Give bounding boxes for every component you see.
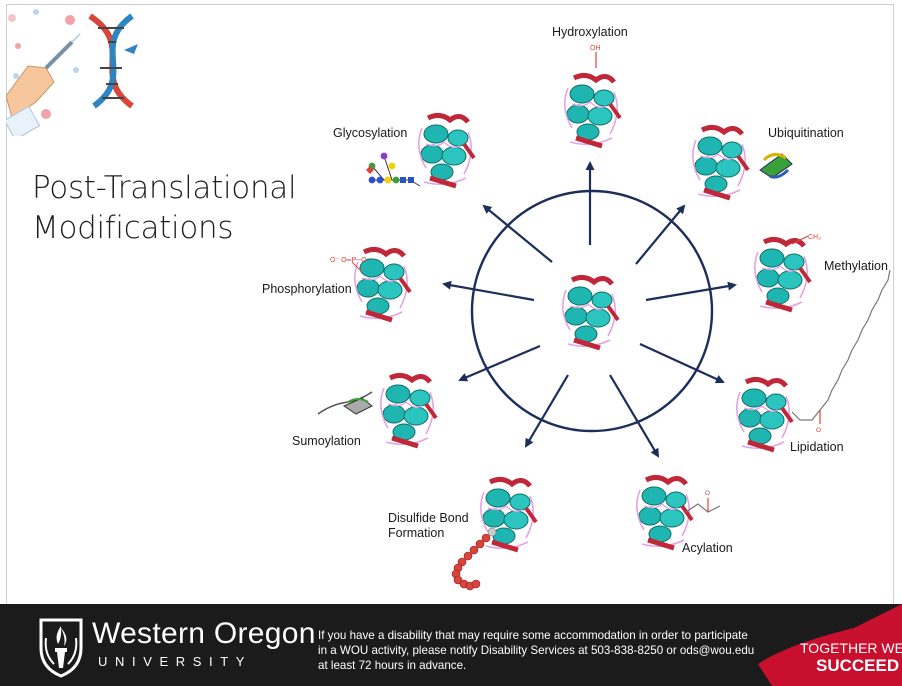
arrow-ubiquitination	[635, 204, 686, 265]
phosphate-group-label: O⁻ O═P─O⁻	[330, 257, 371, 264]
arrow-disulfide	[524, 374, 569, 448]
dna-pipette-icon	[6, 9, 138, 136]
arrow-acylation	[609, 374, 660, 458]
slide-title: Post-Translational Modifications	[32, 168, 297, 248]
arrow-glycosylation	[482, 204, 553, 263]
hydroxyl-group-icon: OH	[590, 45, 601, 68]
methyl-group-label: CH₃	[808, 234, 821, 241]
protein-ubiquitination-icon	[693, 127, 748, 198]
label-glycosylation: Glycosylation	[333, 126, 408, 140]
slide-frame	[6, 4, 894, 604]
university-subtitle: UNIVERSITY	[98, 654, 253, 669]
ptm-arrows	[442, 161, 737, 458]
ptm-circle	[470, 189, 714, 433]
title-line-1: Post-Translational	[32, 170, 297, 206]
label-sumoylation: Sumoylation	[292, 434, 361, 448]
lipid-group-label: O	[816, 427, 821, 434]
phosphate-group-icon: O⁻ O═P─O⁻	[330, 257, 371, 273]
protein-methylation-icon	[755, 239, 810, 310]
hydroxyl-group-label: OH	[590, 45, 601, 52]
ptm-diagram: OH CH₃ O O	[317, 45, 891, 591]
university-name: Western Oregon	[92, 617, 316, 650]
protein-glycosylation-icon	[419, 115, 474, 186]
arrow-phosphorylation	[442, 280, 535, 302]
label-disulfide-line-2: Formation	[388, 526, 445, 540]
disulfide-chain-icon	[451, 527, 497, 591]
center-protein-icon	[563, 277, 618, 348]
arrow-lipidation	[639, 342, 725, 384]
label-lipidation: Lipidation	[790, 440, 844, 454]
label-disulfide-bond-formation: Disulfide Bond Formation	[388, 511, 498, 541]
ubiquitin-icon	[759, 153, 793, 179]
acyl-group-label: O	[705, 490, 710, 497]
arrow-methylation	[645, 281, 737, 302]
lipid-chain-icon: O	[791, 269, 891, 434]
label-acylation: Acylation	[682, 541, 733, 555]
glycan-chain-icon	[366, 152, 421, 187]
protein-acylation-icon	[637, 477, 692, 548]
sumo-protein-icon	[317, 391, 373, 415]
acyl-group-icon: O	[685, 490, 721, 513]
label-methylation: Methylation	[824, 259, 888, 273]
label-hydroxylation: Hydroxylation	[552, 25, 628, 39]
footer-bar: Western Oregon UNIVERSITY If you have a …	[0, 604, 902, 686]
accessibility-disclaimer: If you have a disability that may requir…	[318, 629, 755, 672]
methyl-group-icon: CH₃	[791, 234, 821, 245]
tagline-line-1: TOGETHER WE	[800, 640, 902, 656]
protein-hydroxylation-icon	[565, 75, 620, 146]
tagline-line-2: SUCCEED	[816, 656, 900, 675]
title-line-2: Modifications	[32, 210, 234, 246]
wou-torch-shield-icon	[39, 618, 83, 678]
tagline-swoosh	[758, 604, 902, 686]
label-ubiquitination: Ubiquitination	[768, 126, 844, 140]
protein-lipidation-icon	[737, 379, 792, 450]
label-phosphorylation: Phosphorylation	[262, 282, 352, 296]
protein-sumoylation-icon	[381, 375, 436, 446]
label-disulfide-line-1: Disulfide Bond	[388, 511, 469, 525]
arrow-sumoylation	[458, 344, 541, 382]
